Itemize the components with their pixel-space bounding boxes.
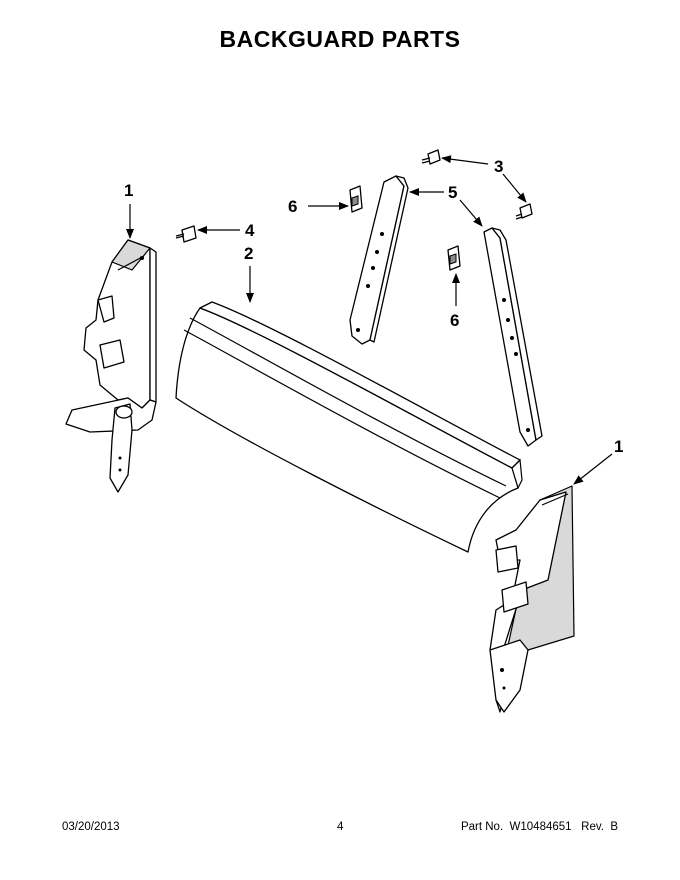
footer-part-number: Part No. W10484651 Rev. B: [460, 821, 618, 833]
leader-support-2: [459, 199, 483, 227]
footer-page-number: 4: [337, 821, 344, 833]
screw-part-left: [175, 225, 197, 243]
callout-bracket-right: 6: [450, 311, 459, 330]
callout-support: 5: [448, 183, 457, 202]
support-rail-left-part: [349, 175, 409, 345]
callout-backguard: 2: [244, 244, 253, 263]
bracket-part-left: [349, 185, 363, 213]
leader-end-cap-right: [573, 453, 613, 485]
callout-end-cap-right: 1: [614, 437, 623, 456]
screw-part-top-right: [515, 203, 533, 220]
leader-screw-top-1: [441, 155, 489, 165]
left-end-cap-part: [65, 239, 157, 493]
callout-screw-top: 3: [494, 157, 503, 176]
backguard-panel-part: [175, 301, 523, 553]
bracket-part-right: [447, 245, 461, 271]
callout-end-cap-left: 1: [124, 181, 133, 200]
callout-screw-left: 4: [245, 221, 255, 240]
leader-lines: [126, 155, 613, 485]
callout-bracket-left: 6: [288, 197, 297, 216]
page-title: BACKGUARD PARTS: [219, 26, 461, 52]
screw-part-top-left: [421, 149, 441, 165]
footer-date: 03/20/2013: [62, 821, 120, 833]
support-rail-right-part: [483, 227, 543, 447]
right-end-cap-part: [489, 485, 575, 713]
leader-screw-top-2: [502, 173, 527, 203]
